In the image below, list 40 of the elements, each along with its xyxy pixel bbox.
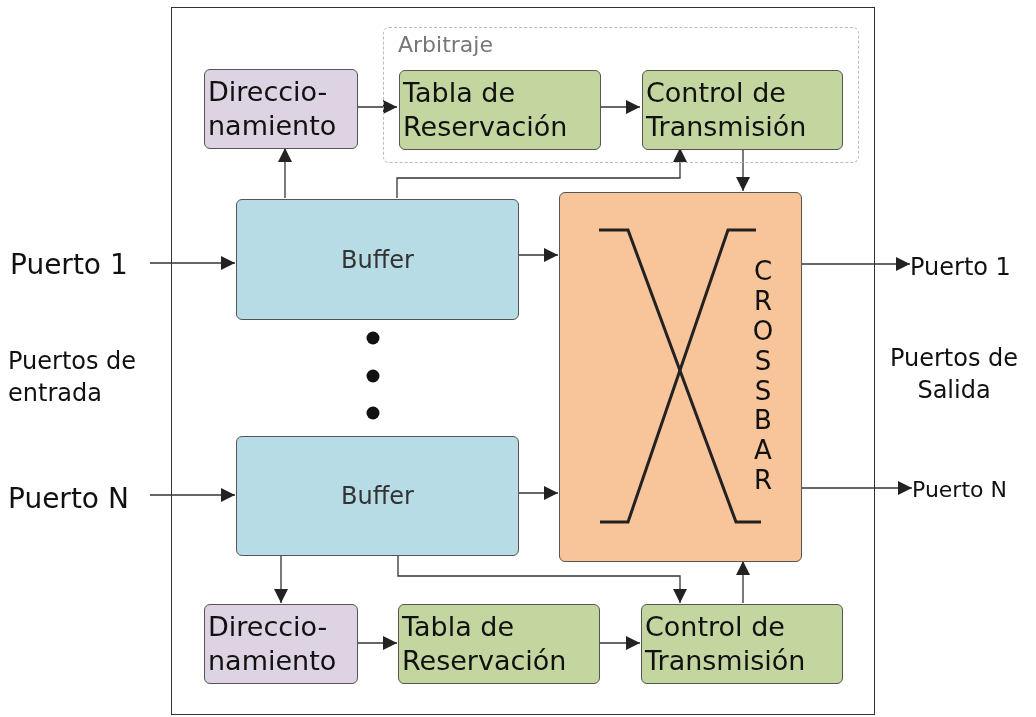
side-caption: Puertos de entrada: [8, 346, 138, 410]
arrow: [598, 636, 641, 650]
process-box: [642, 70, 843, 150]
arbitration-group: [383, 27, 859, 163]
port-label: Puerto N: [8, 478, 150, 518]
buffer-box: [236, 436, 519, 556]
box-label: Control de Transmisión: [645, 76, 808, 144]
port-label: Puerto 1: [910, 250, 1034, 284]
arrow: [517, 486, 559, 500]
routing-box: [204, 604, 358, 684]
box-label: Tabla de Reservación: [402, 76, 569, 144]
arrow: [274, 554, 288, 604]
crossbar-label: CROSSBAR: [751, 257, 775, 497]
process-box: [641, 604, 843, 684]
box-label: Tabla de Reservación: [401, 610, 568, 678]
box-label: Control de Transmisión: [644, 610, 807, 678]
arrow: [356, 100, 398, 114]
routing-box: [204, 69, 358, 149]
port-label: Puerto 1: [10, 245, 150, 283]
arrow: [800, 481, 913, 495]
crossbar-box: [559, 192, 802, 562]
arrow: [800, 257, 911, 271]
router-frame: [171, 7, 875, 715]
arrow: [736, 560, 750, 604]
box-label: Buffer: [341, 482, 414, 510]
arrow: [149, 256, 236, 270]
process-box: [399, 70, 601, 150]
arrow: [517, 248, 559, 262]
arrow: [397, 554, 687, 604]
arrow: [356, 636, 398, 650]
port-label: Puerto N: [912, 474, 1034, 504]
buffer-box: [236, 199, 519, 320]
box-label: Direccio- namiento: [207, 75, 338, 143]
arrow: [278, 147, 292, 199]
group-title: Arbitraje: [398, 32, 493, 57]
box-label: Direccio- namiento: [207, 610, 338, 678]
side-caption: Puertos de Salida: [888, 343, 1020, 407]
arrow: [149, 488, 236, 502]
box-label: Buffer: [341, 245, 414, 274]
process-box: [398, 604, 600, 684]
